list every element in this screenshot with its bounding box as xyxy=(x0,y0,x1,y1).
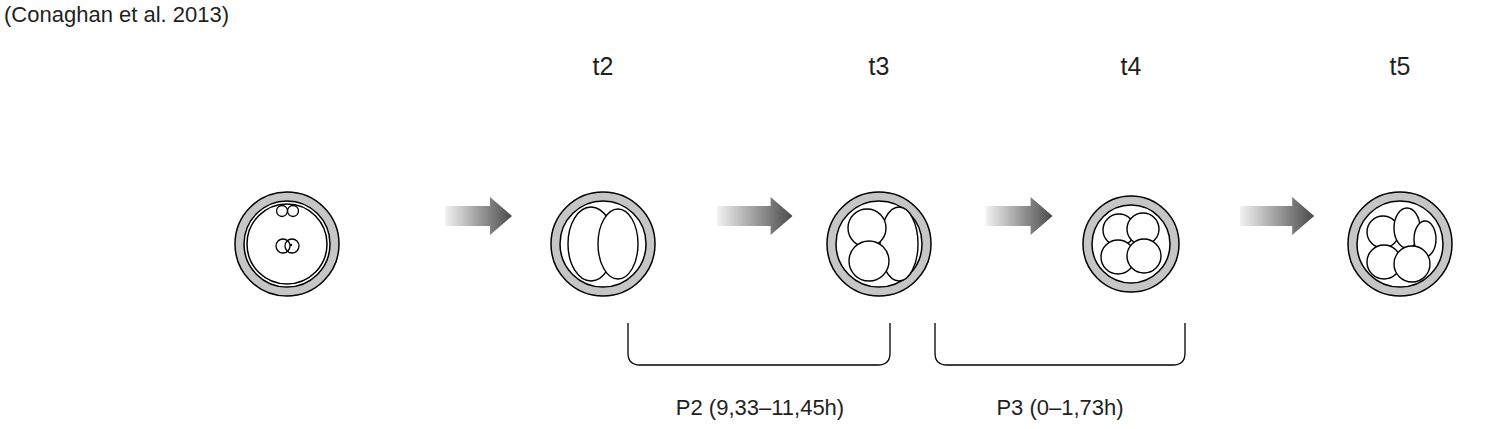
arrow-connector xyxy=(1240,197,1314,235)
embryo-illustration xyxy=(825,190,933,298)
embryo-illustration xyxy=(1081,194,1181,294)
embryo-stage: t4 xyxy=(1083,52,1179,292)
embryo-stage: t3 xyxy=(827,52,931,296)
embryo-illustration xyxy=(1346,190,1454,298)
bracket xyxy=(935,323,1185,365)
stage-label: t5 xyxy=(1348,52,1452,80)
stage-label: t2 xyxy=(551,52,655,80)
arrow-shape xyxy=(445,197,512,235)
embryo-stage: t5 xyxy=(1348,52,1452,296)
zygote-illustration xyxy=(235,192,339,296)
citation: (Conaghan et al. 2013) xyxy=(4,2,229,28)
interval-label: P3 (0–1,73h) xyxy=(996,395,1123,421)
bracket xyxy=(628,323,890,365)
embryo-stage: t2 xyxy=(551,52,655,296)
stage-label: t3 xyxy=(827,52,931,80)
arrow-connector xyxy=(986,197,1053,235)
stage-label: t4 xyxy=(1083,52,1179,80)
interval-label: P2 (9,33–11,45h) xyxy=(676,395,844,421)
arrow-connector xyxy=(717,197,793,235)
embryo-illustration xyxy=(549,190,657,298)
